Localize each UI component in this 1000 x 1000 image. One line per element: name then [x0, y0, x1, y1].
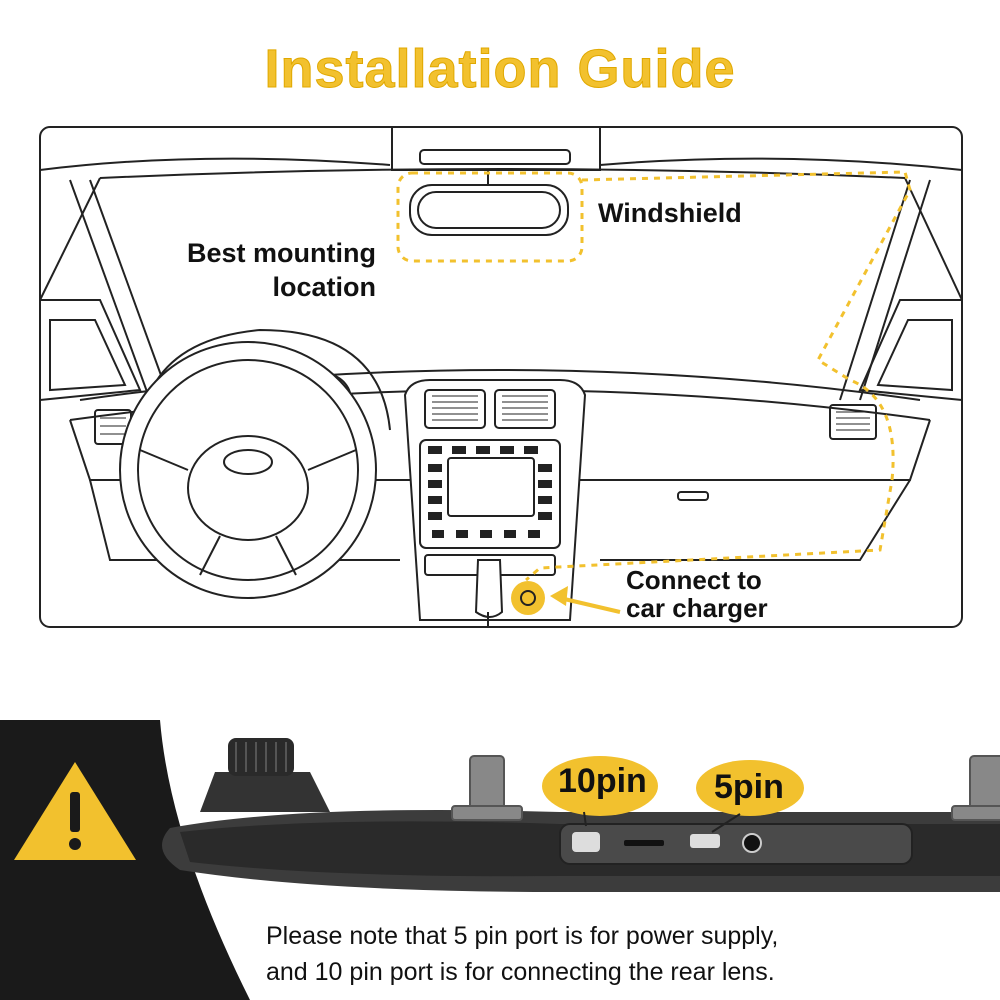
warning-triangle-icon: [14, 762, 136, 860]
port-note: Please note that 5 pin port is for power…: [266, 922, 779, 986]
page-title: Installation Guide: [264, 39, 736, 100]
windshield-label: Windshield: [598, 198, 742, 228]
five-pin-callout: [696, 760, 804, 816]
sd-card-slot: [624, 840, 664, 846]
connect-charger-label: Connect to car charger: [626, 565, 768, 623]
audio-jack: [742, 833, 762, 853]
ten-pin-callout: [542, 756, 658, 816]
ten-pin-port: [572, 832, 600, 852]
device-illustration: [0, 720, 1000, 1000]
charger-port-icon: [511, 581, 545, 615]
arrow-icon: [559, 596, 621, 614]
mount-location-highlight: [396, 171, 584, 263]
best-mounting-label: Best mounting location: [187, 238, 376, 302]
five-pin-port: [690, 834, 720, 848]
ten-pin-label: 10pin: [558, 762, 647, 800]
five-pin-label: 5pin: [714, 768, 784, 806]
